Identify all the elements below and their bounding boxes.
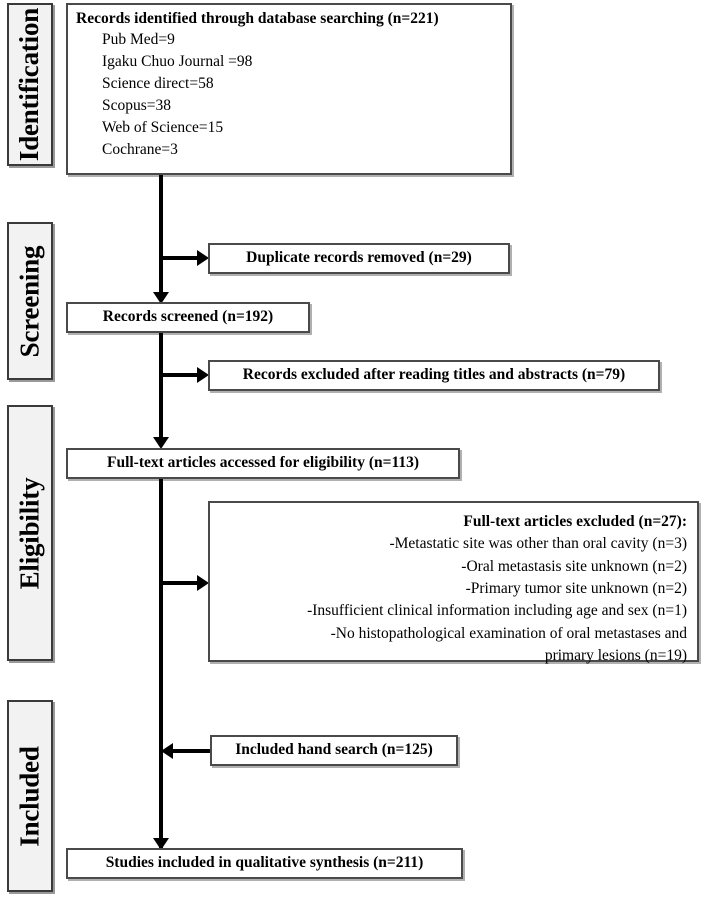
fulltext-excluded-reason-no-histopathology-line2: primary lesions (n=19) bbox=[544, 646, 687, 664]
fulltext-excluded-reason-no-histopathology-line1: -No histopathological examination of ora… bbox=[330, 624, 687, 642]
box-records-excluded: Records excluded after reading titles an… bbox=[208, 360, 660, 391]
box-qualitative-synthesis: Studies included in qualitative synthesi… bbox=[66, 848, 463, 879]
fulltext-excluded-reason-metastatic-site: -Metastatic site was other than oral cav… bbox=[389, 535, 687, 553]
arrow-left-from-hand-search bbox=[161, 743, 173, 759]
box-fulltext-assessed-text: Full-text articles accessed for eligibil… bbox=[106, 454, 420, 472]
box-qualitative-synthesis-text: Studies included in qualitative synthesi… bbox=[105, 854, 424, 872]
fulltext-excluded-reason-insufficient-info: -Insufficient clinical information inclu… bbox=[307, 602, 687, 620]
arrow-down-to-qualitative-synthesis bbox=[153, 838, 169, 850]
stage-label-screening-text: Screening bbox=[14, 245, 45, 357]
stage-label-eligibility: Eligibility bbox=[7, 405, 53, 661]
arrow-right-to-fulltext-excluded bbox=[197, 575, 209, 591]
source-igaku-chuo-journal: Igaku Chuo Journal =98 bbox=[102, 53, 253, 71]
source-web-of-science: Web of Science=15 bbox=[102, 119, 224, 137]
arrow-right-to-records-excluded bbox=[197, 367, 209, 383]
fulltext-excluded-header: Full-text articles excluded (n=27): bbox=[463, 513, 687, 530]
box-records-screened: Records screened (n=192) bbox=[66, 302, 310, 333]
arrow-right-to-duplicates-removed bbox=[197, 250, 209, 266]
box-fulltext-assessed: Full-text articles accessed for eligibil… bbox=[66, 448, 460, 479]
stage-label-included: Included bbox=[7, 700, 53, 892]
source-scopus: Scopus=38 bbox=[102, 97, 172, 115]
connector-screened-to-fulltext bbox=[159, 333, 163, 443]
connector-to-duplicates-removed bbox=[159, 256, 201, 260]
stage-label-eligibility-text: Eligibility bbox=[14, 477, 45, 589]
box-included-hand-search-text: Included hand search (n=125) bbox=[235, 741, 433, 759]
box-records-excluded-text: Records excluded after reading titles an… bbox=[242, 366, 626, 384]
stage-label-screening: Screening bbox=[7, 222, 53, 380]
connector-to-fulltext-excluded bbox=[159, 581, 201, 585]
box-records-identified-sources: Pub Med=9 Igaku Chuo Journal =98 Science… bbox=[102, 29, 502, 161]
box-fulltext-excluded-content: Full-text articles excluded (n=27): -Met… bbox=[220, 511, 687, 667]
connector-fulltext-to-synthesis bbox=[159, 479, 163, 849]
box-duplicate-records-removed-text: Duplicate records removed (n=29) bbox=[246, 249, 472, 267]
connector-to-records-excluded bbox=[159, 373, 201, 377]
source-science-direct: Science direct=58 bbox=[102, 75, 214, 93]
fulltext-excluded-reason-primary-tumor-unknown: -Primary tumor site unknown (n=2) bbox=[465, 579, 687, 597]
connector-identified-to-screened bbox=[159, 175, 163, 298]
box-records-identified-title: Records identified through database sear… bbox=[76, 10, 439, 27]
stage-label-included-text: Included bbox=[14, 745, 45, 847]
connector-hand-search-to-stem bbox=[172, 749, 210, 753]
box-duplicate-records-removed: Duplicate records removed (n=29) bbox=[208, 243, 510, 274]
source-cochrane: Cochrane=3 bbox=[102, 141, 178, 159]
box-records-screened-text: Records screened (n=192) bbox=[102, 308, 274, 326]
stage-label-identification: Identification bbox=[7, 3, 53, 166]
arrow-down-to-records-screened bbox=[153, 292, 169, 304]
box-included-hand-search: Included hand search (n=125) bbox=[210, 735, 458, 766]
source-pubmed: Pub Med=9 bbox=[102, 31, 175, 49]
fulltext-excluded-reason-oral-metastasis-unknown: -Oral metastasis site unknown (n=2) bbox=[461, 557, 687, 575]
box-records-identified: Records identified through database sear… bbox=[66, 3, 512, 175]
arrow-down-to-fulltext-assessed bbox=[153, 437, 169, 449]
box-fulltext-excluded: Full-text articles excluded (n=27): -Met… bbox=[208, 501, 699, 664]
stage-label-identification-text: Identification bbox=[14, 7, 45, 162]
